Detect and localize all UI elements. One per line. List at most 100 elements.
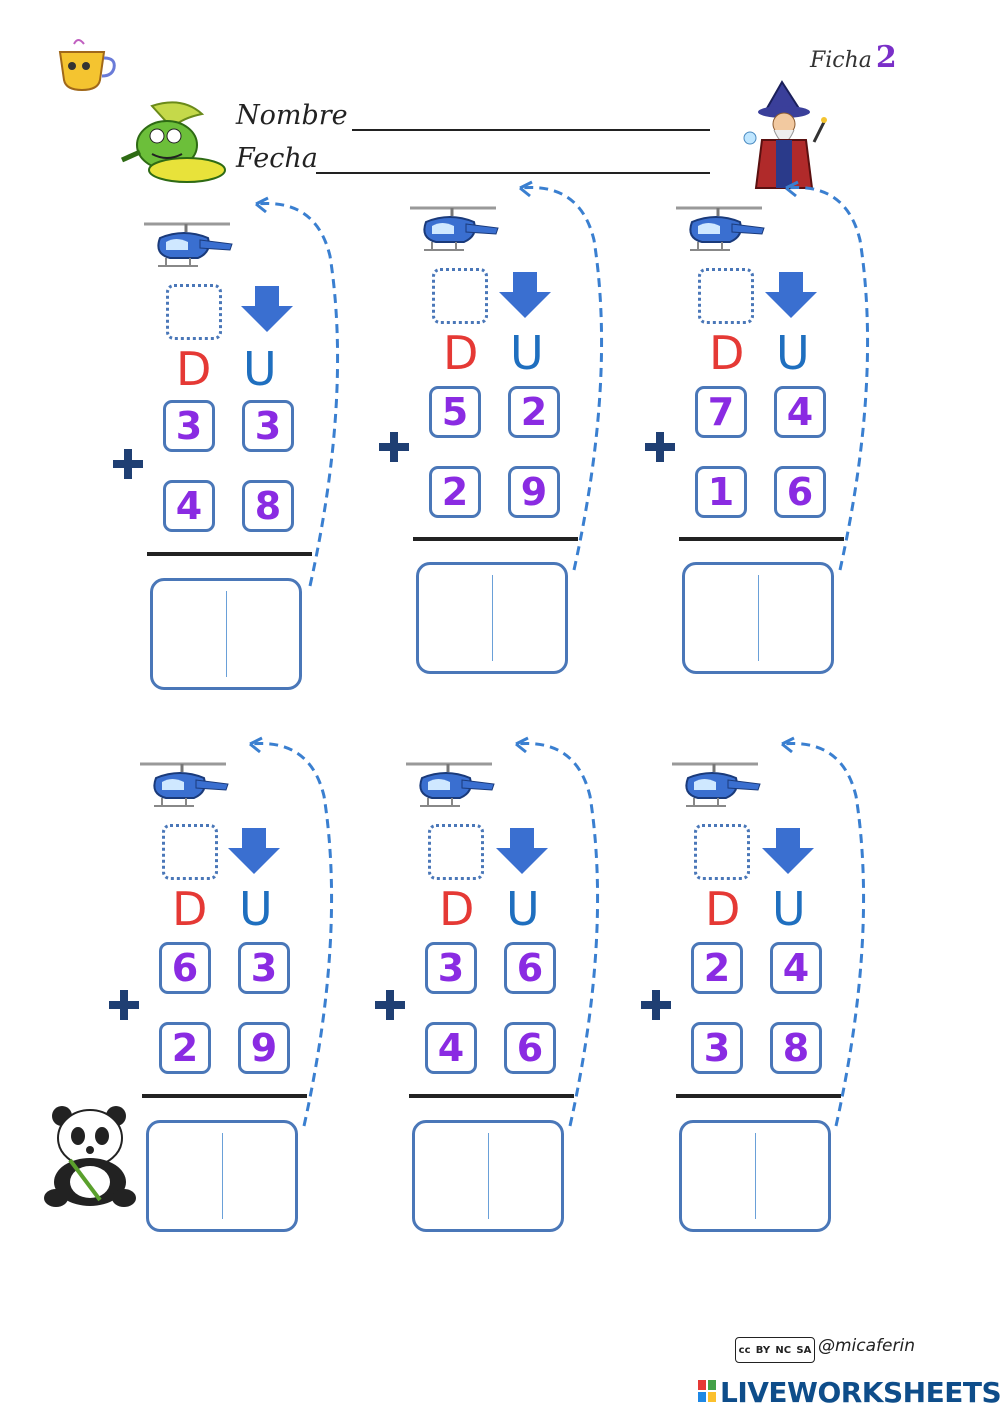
ficha-label: Ficha (810, 48, 872, 73)
answer-box[interactable] (150, 578, 302, 690)
units-top-digit: 4 (770, 942, 822, 994)
sum-line (679, 537, 844, 541)
tens-bottom-digit: 1 (695, 466, 747, 518)
units-bottom-digit: 6 (504, 1022, 556, 1074)
date-field[interactable] (316, 172, 710, 174)
answer-divider (758, 575, 759, 661)
carry-box[interactable] (432, 268, 488, 324)
tens-top-digit: 3 (425, 942, 477, 994)
wizard-illustration (743, 80, 827, 189)
tens-top-digit: 2 (691, 942, 743, 994)
nc-mark: NC (775, 1344, 792, 1356)
carry-box[interactable] (694, 824, 750, 880)
liveworksheets-logo-icon (698, 1380, 716, 1402)
down-arrow-icon (765, 272, 817, 318)
carry-path-arrow (785, 180, 870, 571)
author-credit: @micaferin (818, 1336, 915, 1356)
name-label: Nombre (236, 100, 348, 131)
helicopter-icon (676, 206, 765, 251)
plus-sign (109, 990, 139, 1020)
cc-mark: cc (738, 1344, 751, 1356)
carry-box[interactable] (428, 824, 484, 880)
down-arrow-icon (499, 272, 551, 318)
plus-sign (645, 432, 675, 462)
sum-line (142, 1094, 307, 1098)
units-top-digit: 6 (504, 942, 556, 994)
answer-box[interactable] (682, 562, 834, 674)
units-label: U (776, 326, 810, 380)
tens-top-digit: 5 (429, 386, 481, 438)
plus-sign (641, 990, 671, 1020)
down-arrow-icon (241, 286, 293, 332)
liveworksheets-brand[interactable]: LIVEWORKSHEETS (720, 1376, 1000, 1409)
panda-illustration (44, 1106, 136, 1207)
units-bottom-digit: 8 (770, 1022, 822, 1074)
units-bottom-digit: 8 (242, 480, 294, 532)
tens-top-digit: 3 (163, 400, 215, 452)
tens-label: D (176, 342, 212, 396)
carry-box[interactable] (166, 284, 222, 340)
units-label: U (239, 882, 273, 936)
date-label: Fecha (236, 143, 318, 174)
answer-box[interactable] (416, 562, 568, 674)
tens-label: D (172, 882, 208, 936)
carry-path-arrow (255, 196, 340, 587)
tens-bottom-digit: 4 (163, 480, 215, 532)
down-arrow-icon (762, 828, 814, 874)
answer-divider (488, 1133, 489, 1219)
answer-box[interactable] (412, 1120, 564, 1232)
tens-bottom-digit: 2 (429, 466, 481, 518)
tens-top-digit: 7 (695, 386, 747, 438)
helicopter-icon (144, 222, 233, 267)
cc-license-badge: cc BY NC SA (735, 1337, 815, 1363)
answer-box[interactable] (679, 1120, 831, 1232)
units-label: U (510, 326, 544, 380)
units-top-digit: 2 (508, 386, 560, 438)
tens-label: D (439, 882, 475, 936)
carry-box[interactable] (698, 268, 754, 324)
helicopter-icon (410, 206, 499, 251)
answer-divider (755, 1133, 756, 1219)
plus-sign (113, 449, 143, 479)
helicopter-icon (140, 762, 229, 807)
units-label: U (243, 342, 277, 396)
tens-bottom-digit: 3 (691, 1022, 743, 1074)
tens-label: D (705, 882, 741, 936)
answer-divider (226, 591, 227, 677)
name-field[interactable] (352, 129, 710, 131)
units-top-digit: 3 (238, 942, 290, 994)
sum-line (409, 1094, 574, 1098)
carry-path-arrow (519, 180, 604, 571)
helicopter-icon (406, 762, 495, 807)
answer-divider (492, 575, 493, 661)
carry-path-arrow (249, 736, 334, 1127)
units-bottom-digit: 9 (238, 1022, 290, 1074)
by-mark: BY (755, 1344, 771, 1356)
sum-line (147, 552, 312, 556)
carry-box[interactable] (162, 824, 218, 880)
down-arrow-icon (228, 828, 280, 874)
frog-illustration (120, 101, 226, 183)
tens-bottom-digit: 4 (425, 1022, 477, 1074)
tens-bottom-digit: 2 (159, 1022, 211, 1074)
helicopter-icon (672, 762, 761, 807)
answer-box[interactable] (146, 1120, 298, 1232)
carry-path-arrow (781, 736, 866, 1127)
units-label: U (506, 882, 540, 936)
tens-label: D (709, 326, 745, 380)
sum-line (413, 537, 578, 541)
sa-mark: SA (796, 1344, 812, 1356)
down-arrow-icon (496, 828, 548, 874)
units-bottom-digit: 9 (508, 466, 560, 518)
units-top-digit: 3 (242, 400, 294, 452)
tens-label: D (443, 326, 479, 380)
plus-sign (379, 432, 409, 462)
teacup-icon (58, 39, 116, 92)
carry-path-arrow (515, 736, 600, 1127)
plus-sign (375, 990, 405, 1020)
units-label: U (772, 882, 806, 936)
tens-top-digit: 6 (159, 942, 211, 994)
ficha-number: 2 (875, 40, 897, 75)
units-bottom-digit: 6 (774, 466, 826, 518)
